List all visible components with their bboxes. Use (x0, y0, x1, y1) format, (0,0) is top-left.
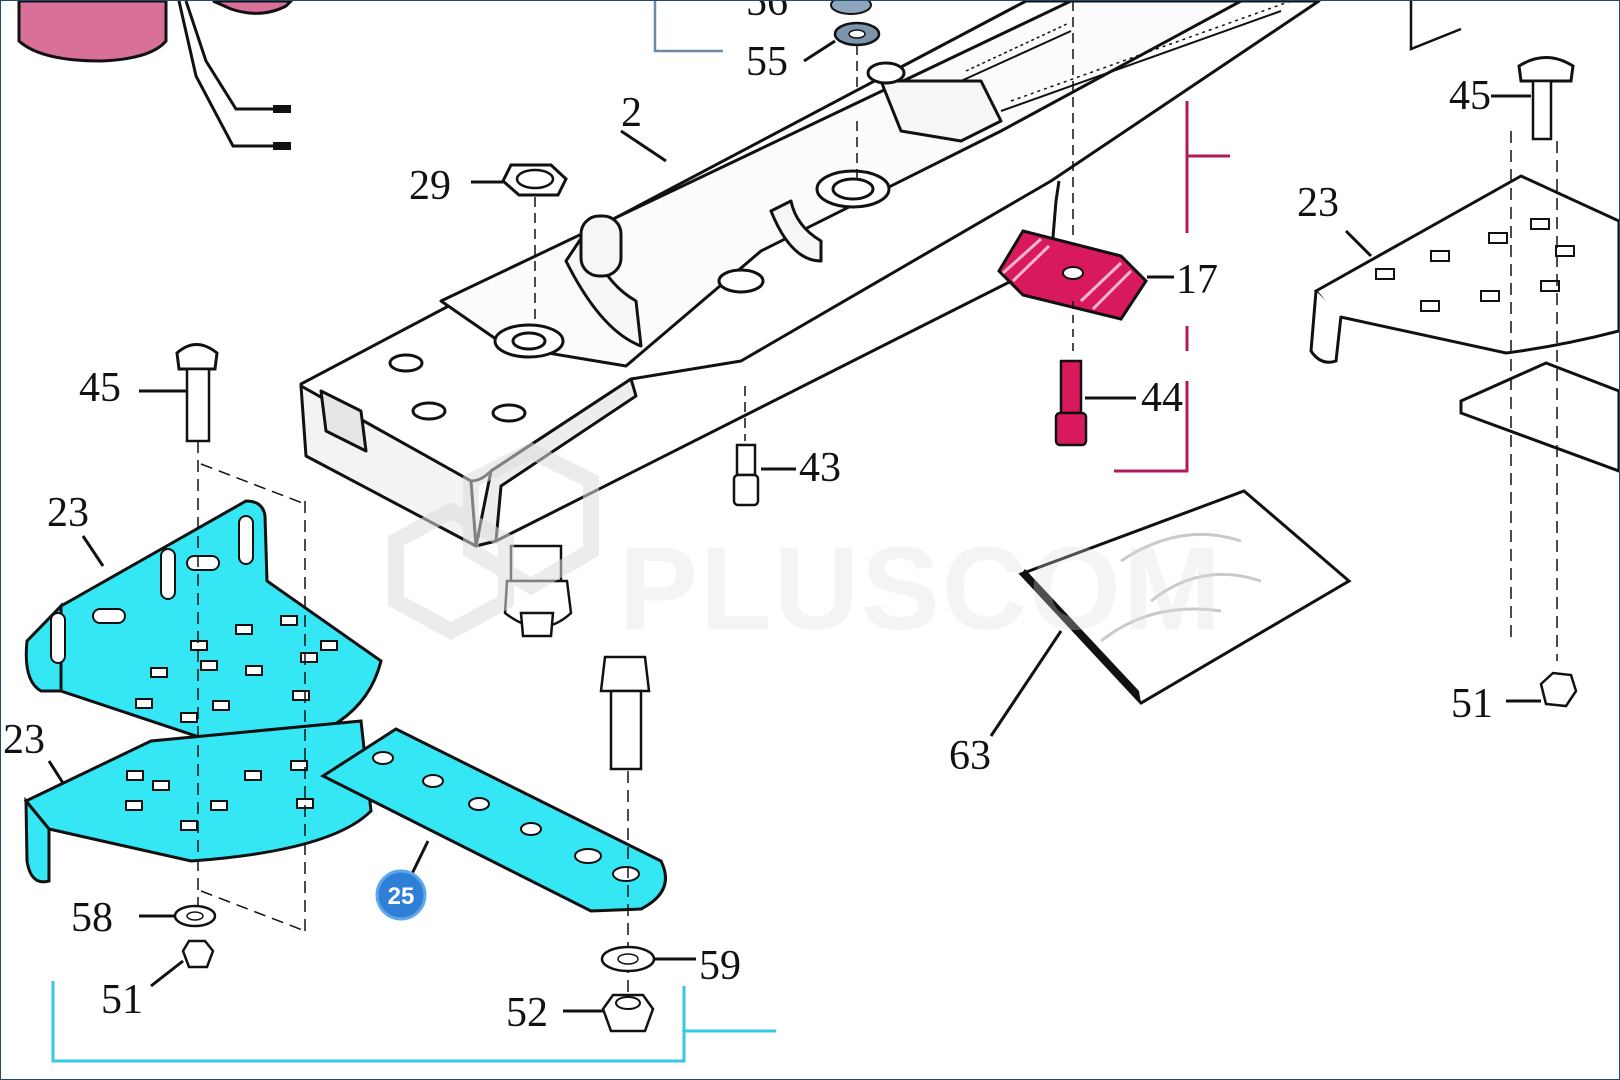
label-51-right: 51 (1451, 681, 1493, 727)
label-51-left: 51 (101, 977, 143, 1023)
label-43: 43 (799, 445, 841, 491)
watermark-text: PLUSCOM (619, 523, 1223, 655)
label-58: 58 (71, 895, 113, 941)
label-17: 17 (1176, 257, 1218, 303)
badge-label: 25 (388, 883, 415, 910)
washer-55 (833, 21, 881, 121)
motor-unit (17, 1, 294, 150)
right-bracket-assembly (1309, 56, 1619, 708)
screw-44 (1054, 301, 1136, 447)
label-56: 56 (746, 1, 788, 25)
part-labels: 56 55 2 29 17 44 43 45 23 23 58 51 52 59… (3, 1, 1493, 1036)
label-52: 52 (506, 990, 548, 1036)
label-44: 44 (1141, 375, 1183, 421)
slide-block-17 (997, 229, 1174, 321)
left-bracket-assembly (23, 343, 696, 1033)
group-bracket-25 (51, 981, 776, 1063)
group-bracket-17 (1185, 101, 1230, 233)
group-bracket-55 (653, 1, 723, 53)
screw-43 (732, 386, 796, 507)
label-45-right: 45 (1449, 73, 1491, 119)
label-23-lower: 23 (3, 717, 45, 763)
manual-63 (989, 489, 1352, 737)
washer-56 (830, 1, 872, 15)
label-23-upper: 23 (47, 490, 89, 536)
label-2: 2 (621, 90, 642, 136)
label-29: 29 (409, 163, 451, 209)
label-23-right: 23 (1297, 180, 1339, 226)
label-45-left: 45 (79, 365, 121, 411)
part-badge-25[interactable]: 25 (375, 869, 427, 921)
label-55: 55 (746, 39, 788, 85)
leader-2 (620, 129, 667, 163)
label-63: 63 (949, 733, 991, 779)
label-59: 59 (699, 943, 741, 989)
nozzle-fitting (503, 544, 573, 638)
nut-29 (471, 163, 568, 321)
watermark: PLUSCOM (388, 442, 1223, 655)
